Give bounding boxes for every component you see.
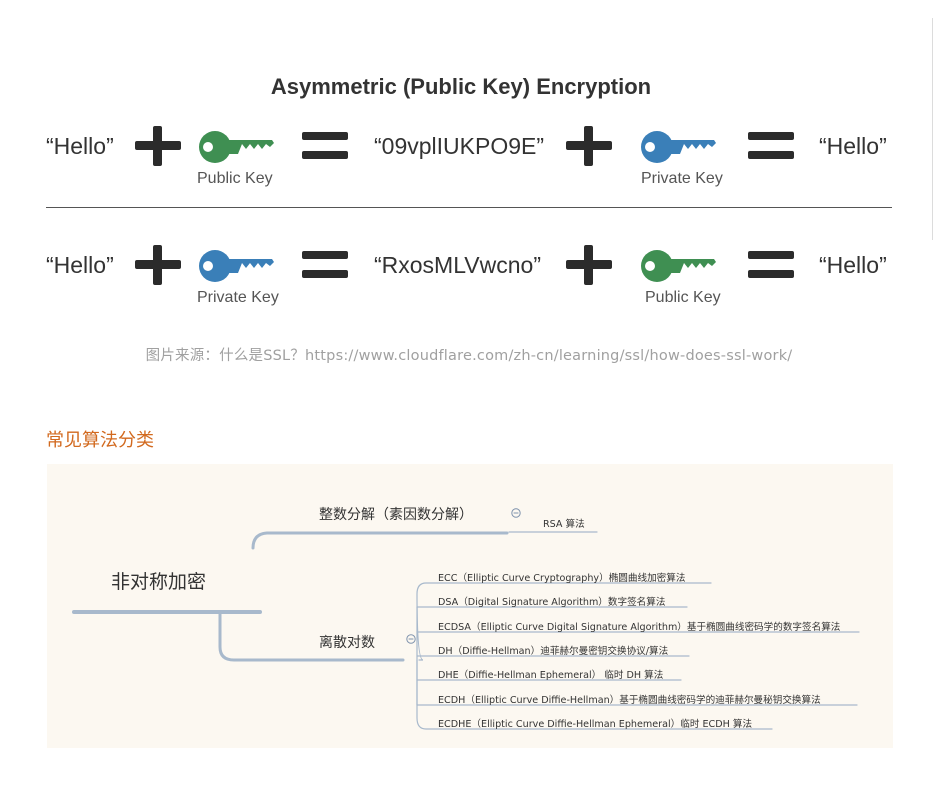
row2-plaintext: “Hello” [46, 252, 114, 278]
key-icon [199, 131, 274, 163]
diagram-title: Asymmetric (Public Key) Encryption [270, 74, 652, 99]
mindmap-branch-discrete-logarithm: 离散对数 [319, 635, 375, 651]
row2-decrypt-key-label: Public Key [645, 289, 721, 306]
key-icon [641, 131, 716, 163]
plus-icon [566, 245, 612, 285]
plus-icon [135, 245, 181, 285]
row1-decrypt-key-label: Private Key [641, 170, 723, 187]
equals-icon [748, 132, 794, 160]
mindmap-branch-integer-factorization: 整数分解（素因数分解） [319, 507, 473, 523]
plus-icon [135, 126, 181, 166]
mindmap-leaf-ecdsa: ECDSA（Elliptic Curve Digital Signature A… [438, 622, 841, 633]
mindmap-connectors [72, 531, 860, 730]
row2-result: “Hello” [819, 252, 887, 278]
row2-encrypt-key-label: Private Key [197, 289, 279, 306]
plus-icon [566, 126, 612, 166]
mindmap-root: 非对称加密 [111, 571, 207, 593]
image-caption: 图片来源：什么是SSL？https://www.cloudflare.com/z… [145, 348, 793, 364]
collapse-icon[interactable] [406, 634, 416, 644]
row1-encrypt-key-label: Public Key [197, 170, 273, 187]
row1-plaintext: “Hello” [46, 133, 114, 159]
mindmap-leaf-rsa: RSA 算法 [543, 519, 585, 530]
row1-ciphertext: “09vplIUKPO9E” [374, 133, 545, 159]
key-icon [199, 250, 274, 282]
row1-result: “Hello” [819, 133, 887, 159]
mindmap-leaf-ecc: ECC（Elliptic Curve Cryptography）椭圆曲线加密算法 [438, 573, 686, 584]
equals-icon [748, 251, 794, 279]
mindmap-leaf-dh: DH（Diffie-Hellman）迪菲赫尔曼密钥交换协议/算法 [438, 646, 669, 657]
mindmap-leaf-ecdh: ECDH（Elliptic Curve Diffie-Hellman）基于椭圆曲… [438, 695, 821, 706]
mindmap-leaf-dsa: DSA（Digital Signature Algorithm）数字签名算法 [438, 597, 666, 608]
divider [46, 207, 892, 208]
section-heading: 常见算法分类 [46, 430, 154, 451]
key-icon [641, 250, 716, 282]
mindmap-leaf-dhe: DHE（Diffie-Hellman Ephemeral） 临时 DH 算法 [438, 670, 664, 681]
mindmap-leaf-ecdhe: ECDHE（Elliptic Curve Diffie-Hellman Ephe… [438, 719, 753, 730]
algorithm-mindmap: 非对称加密 整数分解（素因数分解） RSA 算法 离散对数 ECC（Ellipt… [47, 464, 893, 748]
equals-icon [302, 132, 348, 160]
row2-ciphertext: “RxosMLVwcno” [374, 252, 541, 278]
collapse-icon[interactable] [511, 508, 521, 518]
equals-icon [302, 251, 348, 279]
scrollbar-track[interactable] [932, 18, 933, 240]
